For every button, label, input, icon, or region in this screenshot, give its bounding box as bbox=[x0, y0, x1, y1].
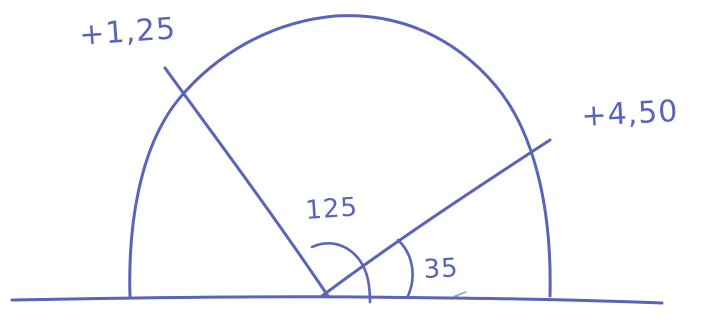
angle-label-35: 35 bbox=[423, 253, 460, 285]
axis-line-125 bbox=[163, 66, 330, 298]
baseline bbox=[10, 295, 664, 305]
dome-arc bbox=[128, 14, 552, 299]
power-label-left: +1,25 bbox=[78, 11, 177, 53]
axis-line-35 bbox=[320, 138, 552, 298]
angle-arc-35 bbox=[396, 238, 414, 298]
power-label-right: +4,50 bbox=[581, 94, 680, 134]
baseline-mark bbox=[451, 291, 467, 300]
angle-label-125: 125 bbox=[304, 192, 359, 226]
angle-arc-125 bbox=[310, 242, 372, 304]
